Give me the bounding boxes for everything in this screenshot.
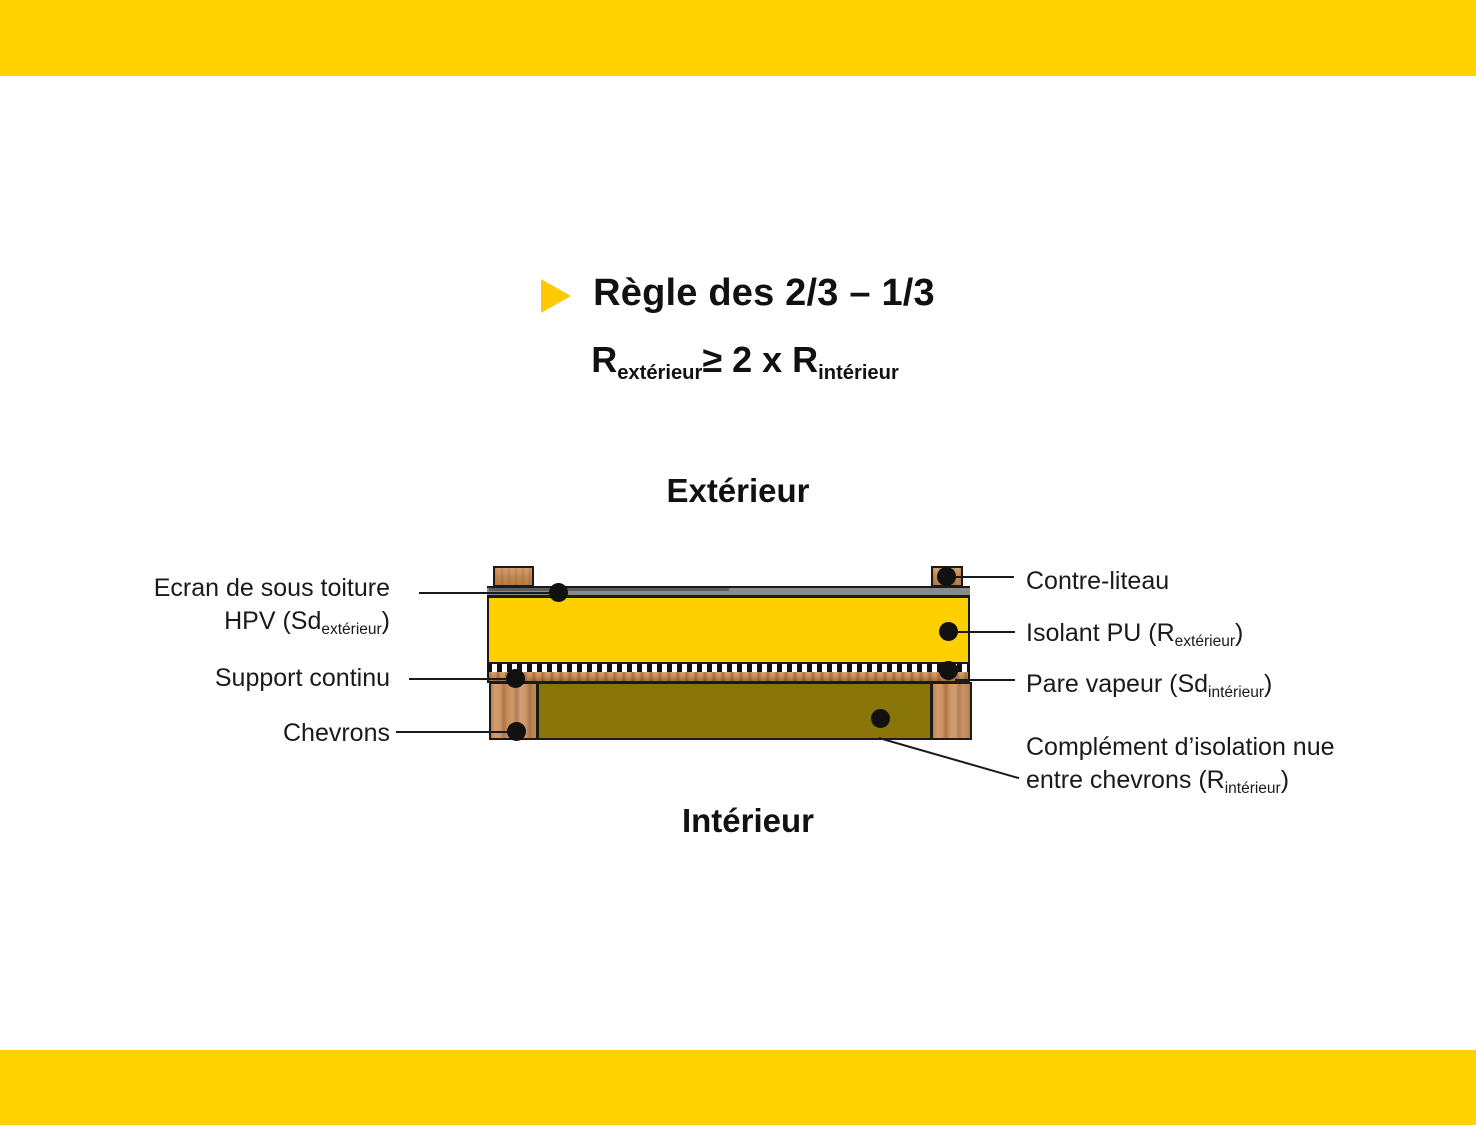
leader-line-contre-liteau [952,576,1014,578]
label-ecran-line2-sub: extérieur [321,621,382,639]
label-complement-isolation: Complément d’isolation nue entre chevron… [1026,731,1426,798]
label-pare-vapeur-base: Pare vapeur (Sd [1026,670,1209,698]
leader-line-chevrons [396,731,518,733]
contre-liteau-block-left [493,566,534,587]
label-support-line1: Support continu [214,664,390,692]
formula-rhs-base: R [792,339,819,380]
formula-lhs-base: R [591,339,618,380]
leader-line-pare-vapeur [955,679,1015,681]
chevron-post-right [931,682,972,740]
zone-heading-interior: Intérieur [681,802,815,839]
page-title: Règle des 2/3 – 1/3 [593,272,935,314]
formula-operator: ≥ 2 x [702,339,793,380]
leader-dot-contre-liteau [937,567,956,586]
layer-complement-isolation [537,682,932,740]
label-contre-liteau-line1: Contre-liteau [1026,567,1170,595]
layer-ecran-sous-toiture-highlight [489,588,729,591]
label-complement-line2-end: ) [1280,766,1290,795]
leader-line-complement-isolation [878,737,1020,780]
leader-dot-chevrons [507,722,526,741]
label-support-continu: Support continu [60,662,390,695]
label-chevrons: Chevrons [60,717,390,750]
top-accent-band [0,0,1476,76]
label-isolant-pu-base: Isolant PU (R [1026,619,1175,647]
label-contre-liteau: Contre-liteau [1026,565,1169,598]
formula-rhs-sub: intérieur [818,361,899,384]
leader-line-isolant-pu [955,631,1015,633]
leader-line-support-continu [409,678,519,680]
label-complement-line2-base: entre chevrons (R [1026,766,1225,795]
label-ecran-line2-end: ) [381,607,390,636]
title-row: Règle des 2/3 – 1/3 [0,272,1476,315]
label-ecran-de-sous-toiture: Ecran de sous toiture HPV (Sdextérieur) [60,572,390,639]
triangle-right-icon [541,278,572,313]
leader-dot-isolant-pu [939,622,958,641]
bottom-accent-band [0,1050,1476,1125]
layer-isolant-pu [487,596,970,664]
label-isolant-pu-sub: extérieur [1174,632,1235,650]
label-pare-vapeur-sub: intérieur [1208,683,1265,701]
label-complement-line1: Complément d’isolation nue [1026,733,1335,761]
leader-dot-pare-vapeur [939,661,958,680]
label-complement-line2-sub: intérieur [1224,780,1281,798]
label-ecran-line2-base: HPV (Sd [224,607,322,636]
leader-dot-support-continu [506,669,525,688]
label-pare-vapeur: Pare vapeur (Sdintérieur) [1026,668,1272,701]
title-block: Règle des 2/3 – 1/3 Rextérieur≥ 2 x Rint… [0,272,1476,384]
label-ecran-line1: Ecran de sous toiture [153,574,390,602]
label-chevrons-line1: Chevrons [283,719,390,747]
leader-line-ecran-sous-toiture [419,592,559,594]
label-isolant-pu-end: ) [1234,619,1244,647]
leader-dot-ecran-sous-toiture [549,583,568,602]
formula-lhs-sub: extérieur [617,361,703,384]
zone-heading-exterior: Extérieur [666,472,810,509]
label-pare-vapeur-end: ) [1264,670,1273,698]
leader-dot-complement-isolation [871,709,890,728]
formula-expression: Rextérieur≥ 2 x Rintérieur [0,339,1476,384]
label-isolant-pu: Isolant PU (Rextérieur) [1026,617,1243,650]
